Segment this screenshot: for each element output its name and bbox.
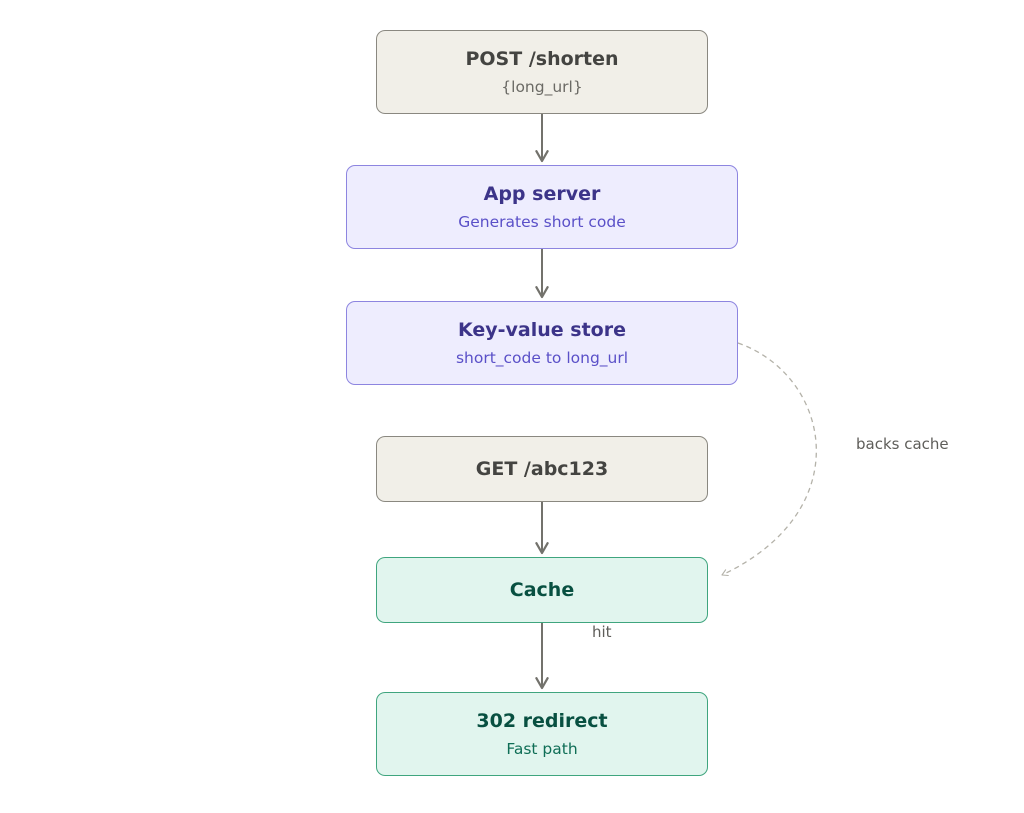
node-title: Key-value store — [458, 318, 626, 341]
node-subtitle: {long_url} — [501, 77, 583, 96]
node-get-request: GET /abc123 — [376, 436, 708, 502]
node-title: 302 redirect — [476, 709, 608, 732]
node-title: POST /shorten — [465, 47, 619, 70]
edge-label-hit: hit — [592, 623, 612, 641]
node-post-shorten: POST /shorten {long_url} — [376, 30, 708, 114]
node-title: GET /abc123 — [475, 458, 609, 480]
node-title: App server — [483, 182, 601, 205]
node-title: Cache — [509, 579, 575, 601]
node-cache: Cache — [376, 557, 708, 623]
node-302-redirect: 302 redirect Fast path — [376, 692, 708, 776]
node-app-server: App server Generates short code — [346, 165, 738, 249]
node-subtitle: Generates short code — [458, 212, 626, 231]
node-key-value-store: Key-value store short_code to long_url — [346, 301, 738, 385]
edge-kv-backs-cache — [721, 342, 817, 577]
edge-label-backs-cache: backs cache — [856, 435, 949, 453]
node-subtitle: Fast path — [506, 739, 578, 758]
node-subtitle: short_code to long_url — [455, 348, 629, 367]
